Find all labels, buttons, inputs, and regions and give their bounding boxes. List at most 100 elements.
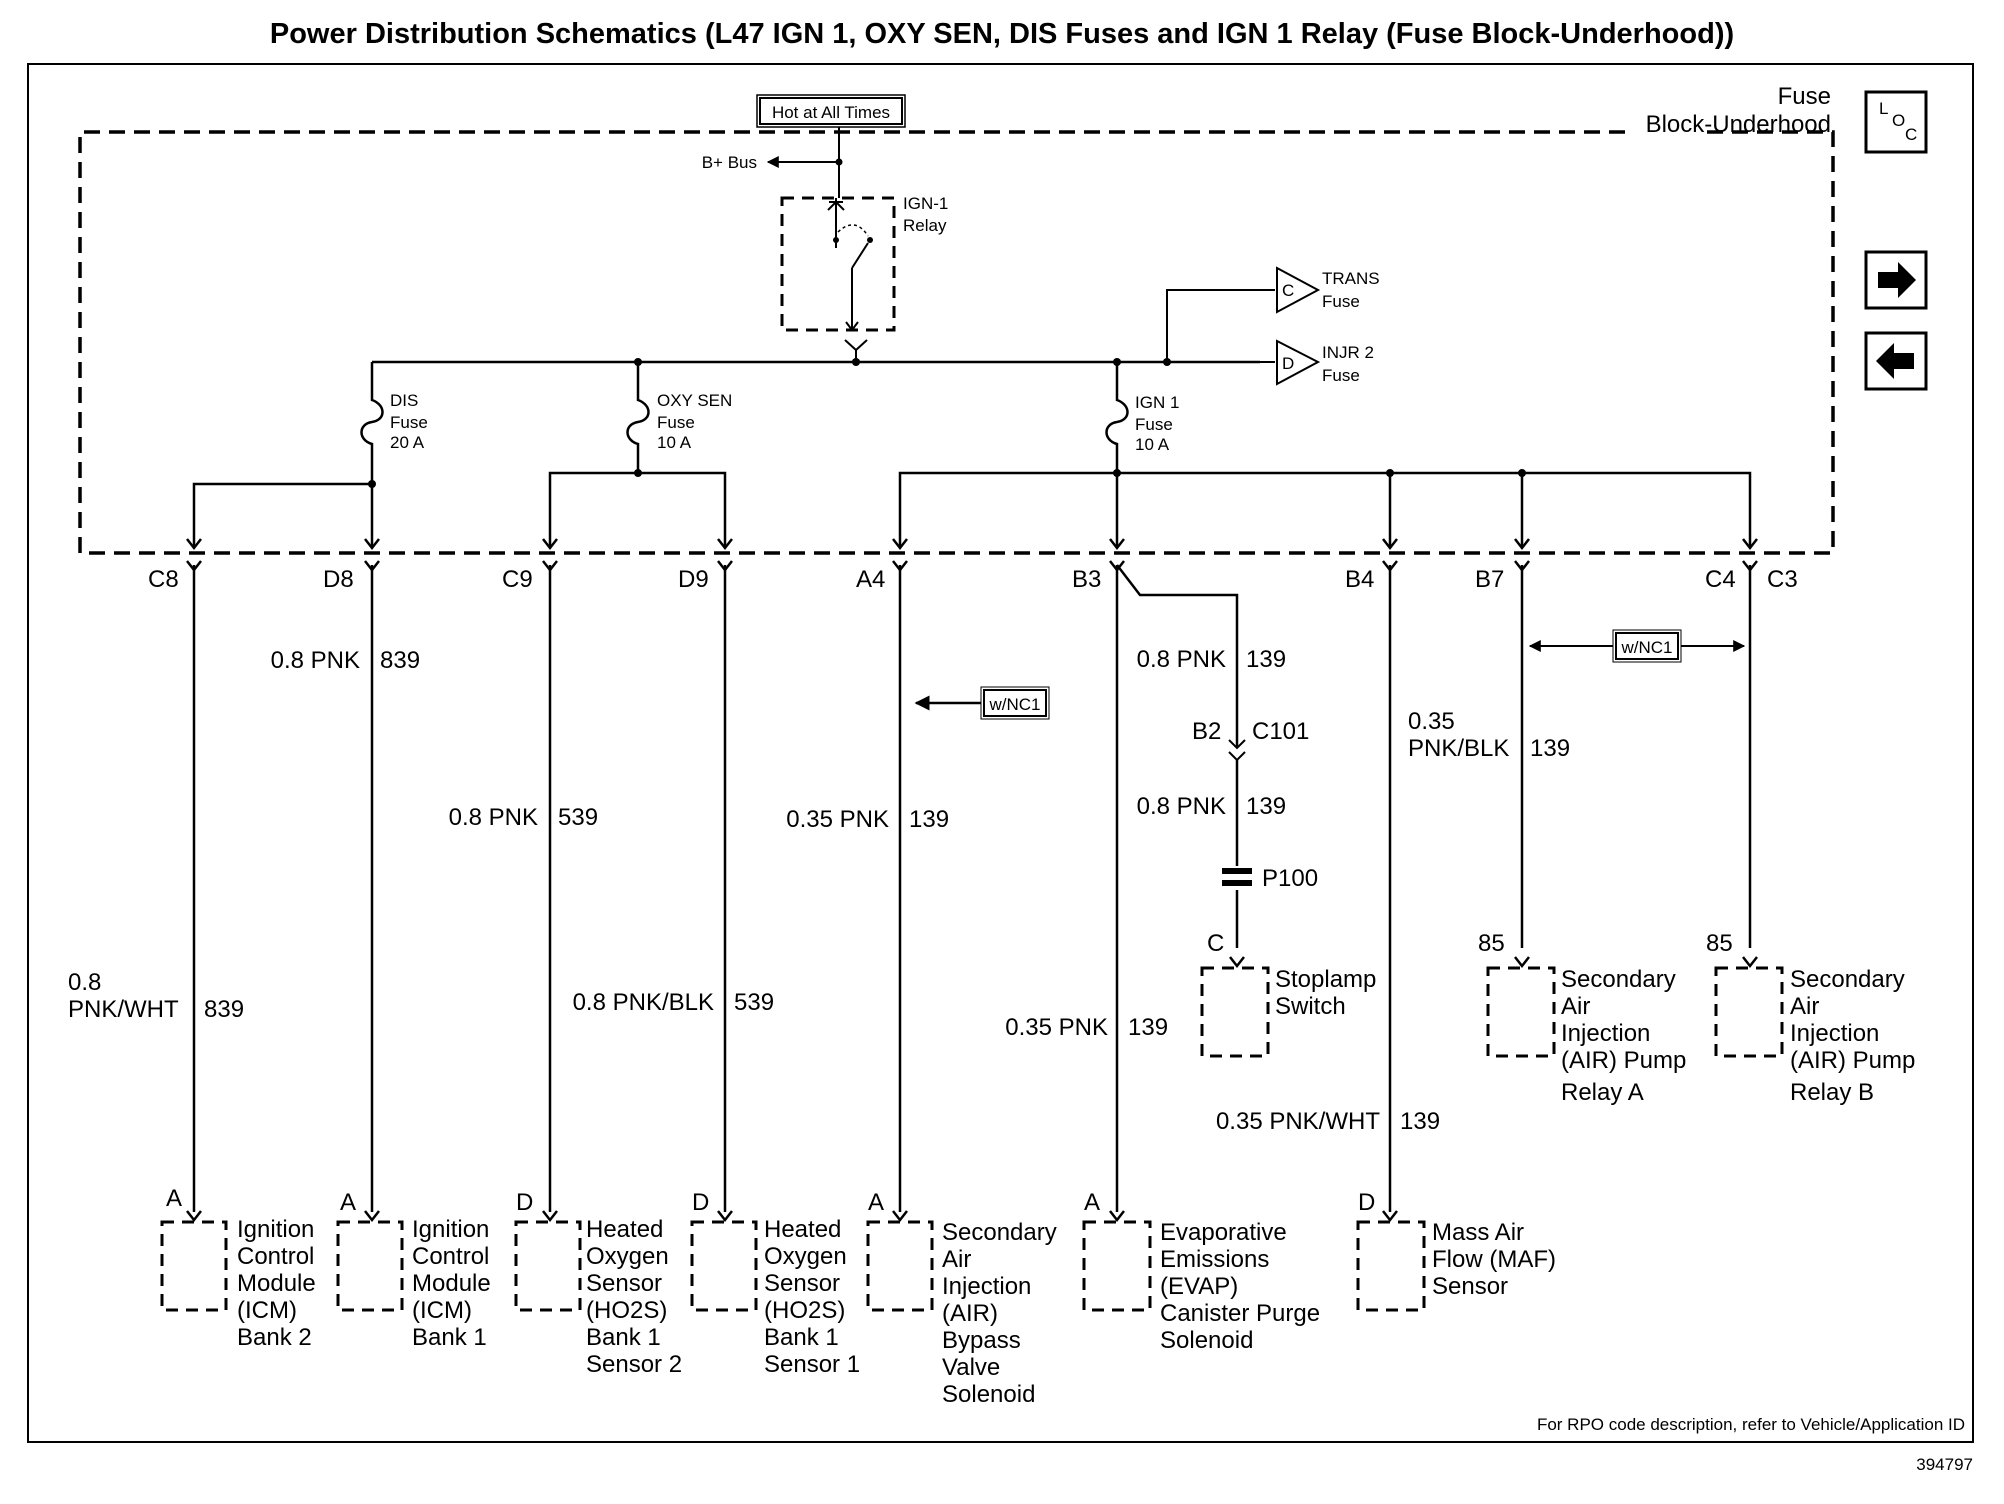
connector-b7: B7 <box>1475 566 1504 593</box>
svg-text:Oxygen: Oxygen <box>586 1243 669 1270</box>
connector-d9: D9 <box>678 566 709 593</box>
dis-fuse: DIS Fuse 20 A <box>360 362 428 484</box>
svg-text:Fuse: Fuse <box>1322 366 1360 385</box>
svg-text:Control: Control <box>237 1243 314 1270</box>
connector-b3: B3 <box>1072 566 1101 593</box>
wire-label: 0.8 PNK <box>1137 793 1226 820</box>
component-pin-arrow <box>892 1210 908 1223</box>
svg-text:(AIR) Pump: (AIR) Pump <box>1790 1047 1915 1074</box>
connector-c8: C8 <box>148 566 179 593</box>
svg-text:(EVAP): (EVAP) <box>1160 1273 1238 1300</box>
component-air-bypass-solenoid: Secondary Air Injection (AIR) Bypass Val… <box>942 1219 1057 1408</box>
evap-box <box>1082 1220 1152 1312</box>
svg-text:Control: Control <box>412 1243 489 1270</box>
component-pin-arrow <box>717 1210 733 1223</box>
svg-text:10 A: 10 A <box>1135 435 1170 454</box>
component-ho2s-sensor1: Heated Oxygen Sensor (HO2S) Bank 1 Senso… <box>764 1216 860 1378</box>
pin-label: A <box>340 1189 356 1216</box>
svg-text:Module: Module <box>412 1270 491 1297</box>
svg-text:Sensor: Sensor <box>1432 1273 1508 1300</box>
stoplamp-box <box>1200 966 1270 1058</box>
svg-text:TRANS: TRANS <box>1322 269 1380 288</box>
svg-text:w/NC1: w/NC1 <box>1620 638 1672 657</box>
wires <box>192 564 1752 1212</box>
ho2s-s2-box <box>514 1220 582 1312</box>
trans-fuse-ref <box>1276 266 1321 314</box>
icm-bank1-box <box>336 1220 404 1312</box>
svg-text:Evaporative: Evaporative <box>1160 1219 1287 1246</box>
svg-text:Air: Air <box>942 1246 971 1273</box>
svg-text:Bank 1: Bank 1 <box>412 1324 487 1351</box>
bplus-bus-label: B+ Bus <box>702 153 757 172</box>
svg-text:Bank 1: Bank 1 <box>764 1324 839 1351</box>
svg-text:(ICM): (ICM) <box>237 1297 297 1324</box>
svg-text:Relay A: Relay A <box>1561 1079 1644 1106</box>
outer-frame <box>27 63 1974 1443</box>
svg-text:Mass Air: Mass Air <box>1432 1219 1524 1246</box>
svg-text:w/NC1: w/NC1 <box>988 695 1040 714</box>
ign1-fuse: IGN 1 Fuse 10 A <box>1105 362 1179 473</box>
connector-female-arrow <box>1514 538 1530 551</box>
svg-text:Injection: Injection <box>1790 1020 1879 1047</box>
svg-text:Secondary: Secondary <box>1561 966 1676 993</box>
svg-text:Bypass: Bypass <box>942 1327 1021 1354</box>
svg-text:Secondary: Secondary <box>1790 966 1905 993</box>
wire-label: 139 <box>1530 735 1570 762</box>
svg-text:Bank 1: Bank 1 <box>586 1324 661 1351</box>
ign1-relay-switch <box>827 198 869 330</box>
pin-label: C <box>1207 930 1224 957</box>
svg-text:Sensor 1: Sensor 1 <box>764 1351 860 1378</box>
connector-d8: D8 <box>323 566 354 593</box>
inline-connector-c101 <box>1228 739 1246 762</box>
wire-label: 0.8 PNK <box>449 804 538 831</box>
svg-text:Bank 2: Bank 2 <box>237 1324 312 1351</box>
svg-text:(ICM): (ICM) <box>412 1297 472 1324</box>
loc-icon[interactable]: L O C <box>1864 90 1928 154</box>
ign1-relay-label: Relay <box>903 216 947 235</box>
fuse-block-boundary <box>78 130 1835 555</box>
svg-text:IGN 1: IGN 1 <box>1135 393 1179 412</box>
figure-id: 394797 <box>1916 1455 1973 1474</box>
pin-label: A <box>1084 1189 1100 1216</box>
pin-label: D <box>516 1189 533 1216</box>
ign1-relay-label: IGN-1 <box>903 194 948 213</box>
svg-text:10 A: 10 A <box>657 433 692 452</box>
svg-text:INJR 2: INJR 2 <box>1322 343 1374 362</box>
connector-female-arrow <box>364 538 380 551</box>
component-pin-arrow <box>1109 1210 1125 1223</box>
svg-text:OXY SEN: OXY SEN <box>657 391 732 410</box>
svg-text:Oxygen: Oxygen <box>764 1243 847 1270</box>
maf-box <box>1356 1220 1426 1312</box>
next-page-arrow-icon[interactable] <box>1864 250 1928 310</box>
component-air-pump-relay-a: Secondary Air Injection (AIR) Pump Relay… <box>1561 966 1686 1106</box>
ign1-relay-box <box>780 196 896 332</box>
wire-label: PNK/WHT <box>68 996 179 1023</box>
previous-page-arrow-icon[interactable] <box>1864 331 1928 391</box>
wire-label: 0.8 <box>68 969 101 996</box>
wire-label: 0.8 PNK/BLK <box>573 989 714 1016</box>
svg-text:Ignition: Ignition <box>237 1216 314 1243</box>
wire-label: 539 <box>734 989 774 1016</box>
component-pin-arrow <box>542 1210 558 1223</box>
component-pin-arrow <box>364 1210 380 1223</box>
pin-label: D <box>692 1189 709 1216</box>
air-relay-a-box <box>1486 966 1556 1058</box>
wire-label: 839 <box>380 647 420 674</box>
page-title: Power Distribution Schematics (L47 IGN 1… <box>269 18 1735 50</box>
svg-text:Fuse: Fuse <box>1135 415 1173 434</box>
connector-arrows <box>186 538 1758 1223</box>
wire-label: PNK/BLK <box>1408 735 1509 762</box>
svg-text:Emissions: Emissions <box>1160 1246 1269 1273</box>
splice-p100: P100 <box>1222 865 1318 892</box>
svg-text:Fuse: Fuse <box>657 413 695 432</box>
hot-at-all-times-label: Hot at All Times <box>772 103 890 122</box>
svg-text:D: D <box>1282 354 1294 373</box>
component-icm-bank1: Ignition Control Module (ICM) Bank 1 <box>412 1216 491 1351</box>
wire-label: 139 <box>1246 646 1286 673</box>
option-tag-wnc1: w/NC1 <box>1528 629 1746 663</box>
connector-b4: B4 <box>1345 566 1374 593</box>
svg-text:Switch: Switch <box>1275 993 1346 1020</box>
pin-label: 85 <box>1478 930 1505 957</box>
svg-text:O: O <box>1892 111 1905 130</box>
